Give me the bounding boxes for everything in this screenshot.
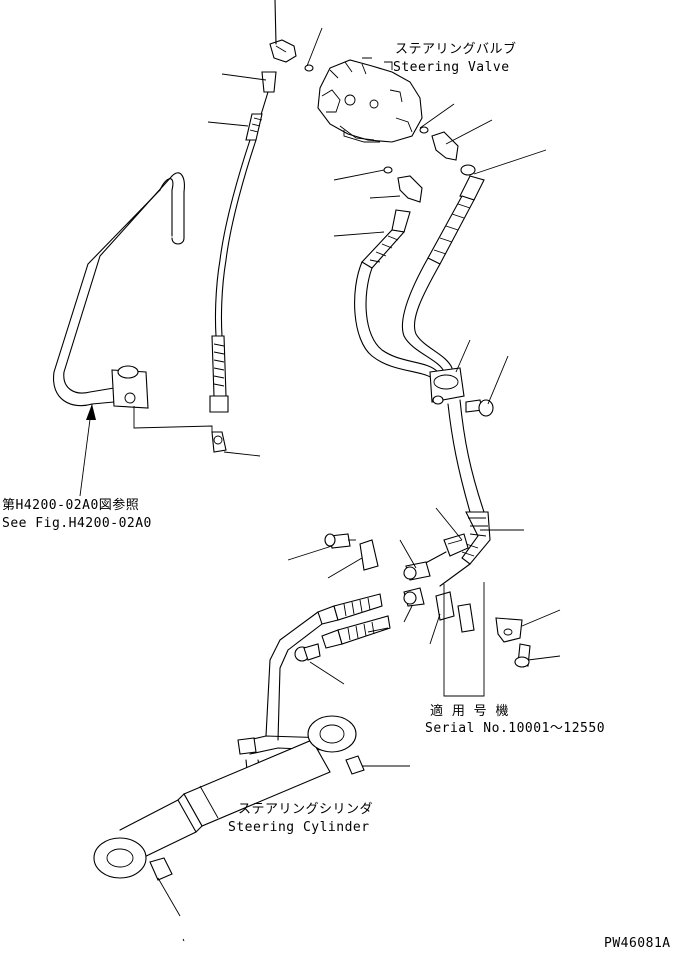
- hoses-lower: [265, 593, 391, 741]
- hoses-to-cylinder: [419, 399, 491, 587]
- mid-clamp-parts: [324, 533, 531, 668]
- hose-clamp-upper: [429, 367, 494, 417]
- left-tube-assembly: [53, 172, 213, 432]
- hose-left-upper: [209, 0, 277, 453]
- steering-valve-label-jp: ステアリングバルブ: [395, 42, 517, 57]
- serial-label-en: Serial No.10001～12550: [425, 721, 606, 736]
- steering-valve: [317, 57, 423, 143]
- steering-cylinder-label-en: Steering Cylinder: [228, 820, 370, 835]
- serial-label-jp: 適 用 号 機: [430, 704, 509, 719]
- small-mark: [182, 938, 185, 942]
- valve-top-fittings: [269, 39, 314, 72]
- hose-right-pair: [354, 175, 485, 379]
- steering-valve-label-en: Steering Valve: [393, 60, 510, 75]
- drawing-number: PW46081A: [604, 936, 671, 951]
- leader-lines: [157, 27, 561, 917]
- serial-bracket: [443, 582, 485, 697]
- reference-arrow: [79, 403, 96, 497]
- steering-cylinder: [93, 715, 365, 881]
- see-fig-label-jp: 第H4200-02A0図参照: [2, 498, 140, 513]
- steering-cylinder-label-jp: ステアリングシリンダ: [238, 802, 374, 817]
- valve-right-fittings: [383, 126, 476, 203]
- see-fig-label-en: See Fig.H4200-02A0: [2, 516, 152, 531]
